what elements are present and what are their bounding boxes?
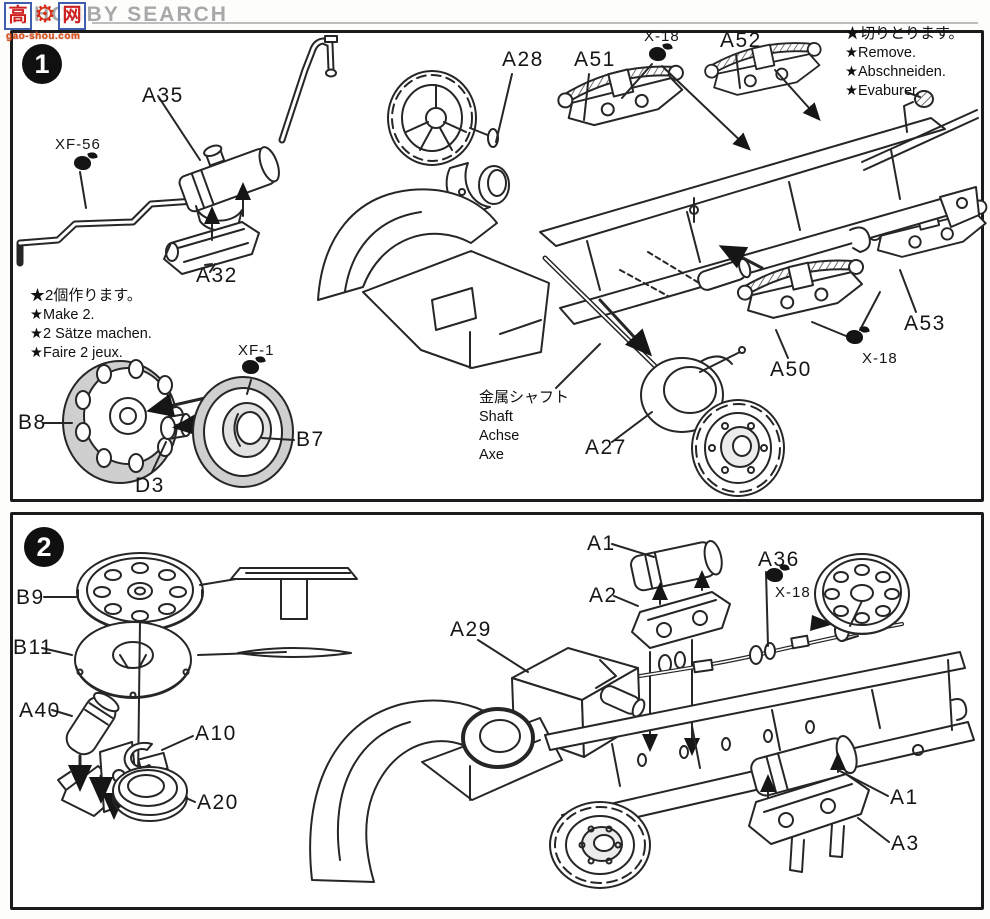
part-label-a35: A35 (142, 84, 184, 107)
note-line: Achse (479, 427, 520, 444)
note-line: ★Make 2. (30, 306, 95, 323)
part-label-xf56: XF-56 (55, 136, 101, 153)
part-label-a28: A28 (502, 48, 544, 71)
part-label-a51: A51 (574, 48, 616, 71)
watermark-domain: gao-shou.com (6, 31, 81, 42)
note-line: 金属シャフト (479, 389, 570, 406)
step2-badge: 2 (24, 527, 64, 567)
part-label-a3: A3 (891, 832, 920, 855)
part-label-a1-top: A1 (587, 532, 616, 555)
part-label-d3: D3 (135, 474, 165, 497)
part-label-a2: A2 (589, 584, 618, 607)
part-label-a1-bottom: A1 (890, 786, 919, 809)
make-two-note: ★2個作ります。 ★Make 2. ★2 Sätze machen. ★Fair… (30, 286, 152, 363)
part-label-b11: B11 (13, 636, 54, 659)
note-line: ★切りとります。 (845, 25, 964, 42)
note-line: ★2個作ります。 (30, 287, 142, 304)
watermark-left-char: 高 (4, 2, 32, 30)
note-line: ★Evaburer. (845, 83, 921, 100)
gear-icon: ⚙ (34, 1, 56, 28)
watermark-logo: 高⚙网 gao-shou.com (4, 1, 86, 42)
part-label-a20: A20 (197, 791, 239, 814)
part-label-b8: B8 (18, 411, 47, 434)
watermark-right-char: 网 (58, 2, 86, 30)
note-line: ★Abschneiden. (845, 63, 946, 80)
part-label-a32: A32 (196, 264, 238, 287)
paint-blob-xf56 (74, 156, 91, 170)
part-label-x18-mid: X-18 (862, 350, 898, 367)
part-label-x18-top: X-18 (644, 28, 680, 45)
part-label-a36: A36 (758, 548, 800, 571)
part-label-a40: A40 (19, 699, 61, 722)
paint-blob-xf1 (242, 360, 259, 374)
note-line: ★Remove. (845, 44, 917, 61)
paint-blob-x18-mid (846, 330, 863, 344)
note-line: ★2 Sätze machen. (30, 325, 152, 342)
part-label-a10: A10 (195, 722, 237, 745)
watermark-rule (92, 22, 978, 24)
note-line: Axe (479, 447, 504, 464)
remove-note: ★切りとります。 ★Remove. ★Abschneiden. ★Evabure… (845, 24, 964, 101)
shaft-note: 金属シャフト Shaft Achse Axe (479, 388, 569, 465)
note-line: ★Faire 2 jeux. (30, 345, 123, 362)
paint-blob-x18-top (649, 47, 666, 61)
part-label-a52: A52 (720, 29, 762, 52)
part-label-a50: A50 (770, 358, 812, 381)
part-label-x18-step2: X-18 (775, 584, 811, 601)
part-label-xf1: XF-1 (238, 342, 275, 359)
note-line: Shaft (479, 408, 513, 425)
part-label-a53: A53 (904, 312, 946, 335)
step1-badge: 1 (22, 44, 62, 84)
part-label-b7: B7 (296, 428, 325, 451)
part-label-b9: B9 (16, 586, 45, 609)
step2-panel (10, 512, 984, 910)
part-label-a29: A29 (450, 618, 492, 641)
part-label-a27: A27 (585, 436, 627, 459)
paint-blob-x18-step2 (766, 568, 783, 582)
